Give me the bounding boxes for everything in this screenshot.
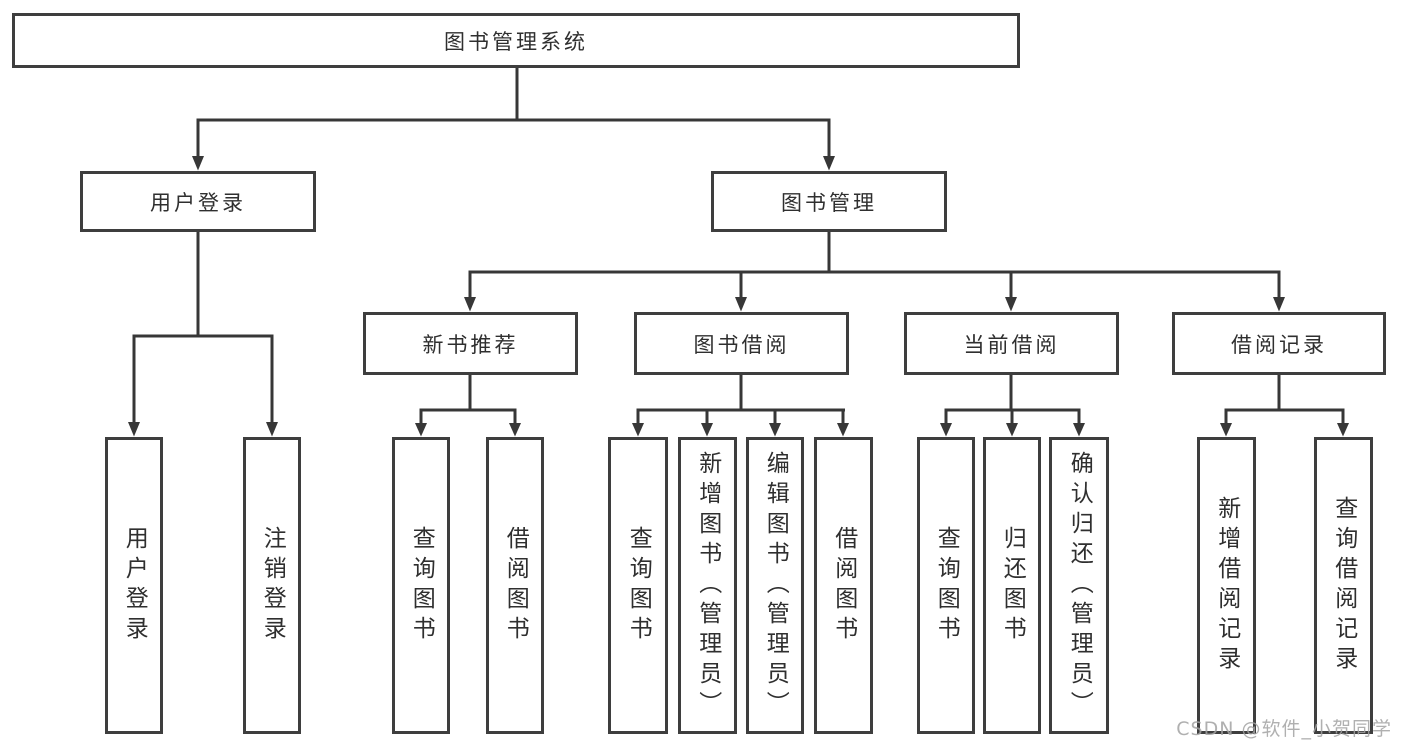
leaf-query-borrow-record-label: 查询借阅记录 — [1330, 495, 1357, 676]
leaf-add-books-admin-label: 新增图书（管理员） — [694, 450, 721, 721]
leaf-query-books-borrowing: 查询图书 — [608, 437, 668, 734]
leaf-borrow-books-recommend: 借阅图书 — [486, 437, 544, 734]
leaf-query-books-recommend-label: 查询图书 — [408, 525, 435, 646]
leaf-edit-books-admin-label: 编辑图书（管理员） — [762, 450, 789, 721]
node-library-management-system: 图书管理系统 — [12, 13, 1020, 68]
leaf-add-books-admin: 新增图书（管理员） — [678, 437, 737, 734]
leaf-borrow-books-recommend-label: 借阅图书 — [502, 525, 529, 646]
node-new-book-recommendation: 新书推荐 — [363, 312, 578, 375]
leaf-query-books-borrowing-label: 查询图书 — [625, 525, 652, 646]
leaf-query-borrow-record: 查询借阅记录 — [1314, 437, 1373, 734]
leaf-logout: 注销登录 — [243, 437, 301, 734]
leaf-add-borrow-record-label: 新增借阅记录 — [1213, 495, 1240, 676]
leaf-return-books-label: 归还图书 — [999, 525, 1026, 646]
leaf-query-books-recommend: 查询图书 — [392, 437, 450, 734]
node-user-login: 用户登录 — [80, 171, 316, 232]
leaf-user-login: 用户登录 — [105, 437, 163, 734]
leaf-borrow-books-label: 借阅图书 — [830, 525, 857, 646]
leaf-borrow-books: 借阅图书 — [814, 437, 873, 734]
leaf-query-books-current: 查询图书 — [917, 437, 975, 734]
leaf-logout-label: 注销登录 — [259, 525, 286, 646]
node-book-borrowing: 图书借阅 — [634, 312, 849, 375]
leaf-confirm-return-admin: 确认归还（管理员） — [1049, 437, 1109, 734]
leaf-return-books: 归还图书 — [983, 437, 1041, 734]
leaf-edit-books-admin: 编辑图书（管理员） — [746, 437, 804, 734]
leaf-query-books-current-label: 查询图书 — [933, 525, 960, 646]
leaf-user-login-label: 用户登录 — [121, 525, 148, 646]
leaf-confirm-return-admin-label: 确认归还（管理员） — [1066, 450, 1093, 721]
node-current-borrowing: 当前借阅 — [904, 312, 1119, 375]
node-book-management: 图书管理 — [711, 171, 947, 232]
csdn-watermark: CSDN @软件_小贺同学 — [1176, 718, 1392, 740]
leaf-add-borrow-record: 新增借阅记录 — [1197, 437, 1256, 734]
node-borrowing-records: 借阅记录 — [1172, 312, 1386, 375]
